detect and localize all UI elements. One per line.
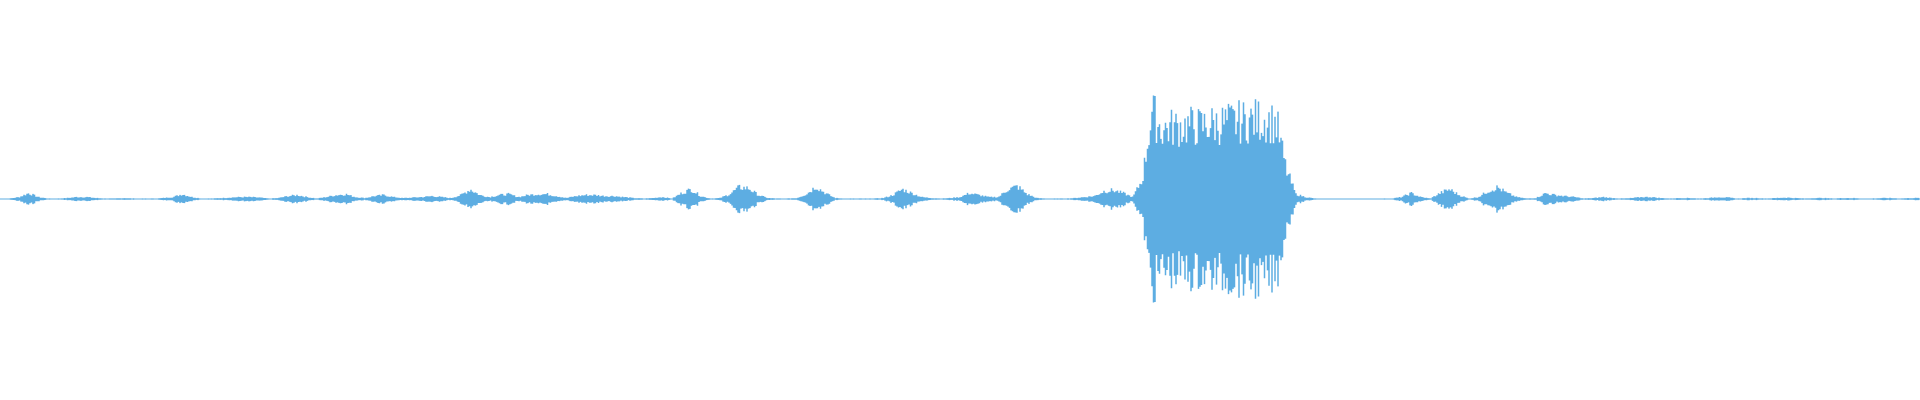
waveform-signal: [0, 95, 1920, 303]
